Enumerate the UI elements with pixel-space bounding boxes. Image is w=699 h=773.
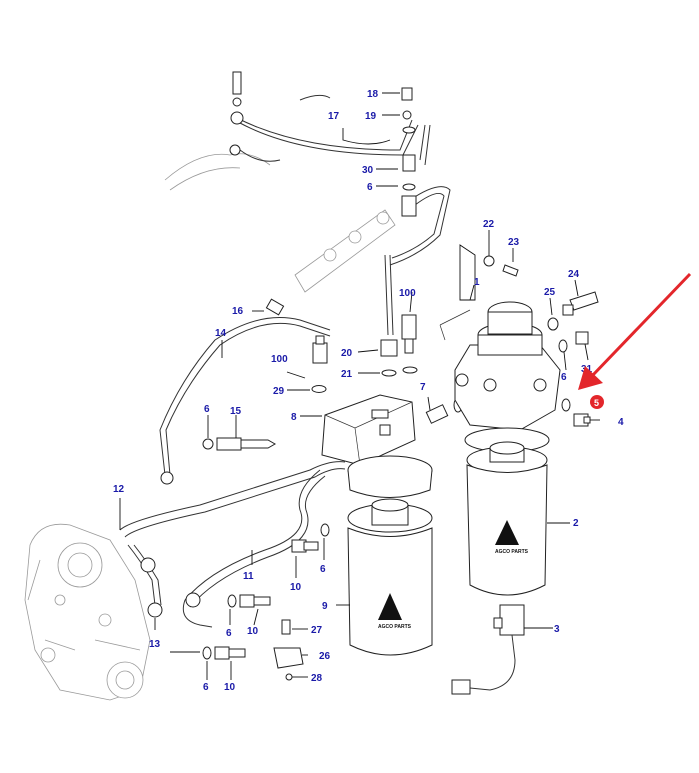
callout-1: 1 — [474, 277, 480, 288]
callout-17: 17 — [328, 111, 340, 122]
callout-11: 11 — [243, 571, 254, 582]
callout-13: 13 — [149, 639, 161, 650]
fuel-filter-9: AGCO PARTS — [347, 498, 433, 656]
callout-8: 8 — [291, 412, 297, 423]
callout-12: 12 — [113, 484, 125, 495]
callout-30: 30 — [362, 165, 374, 176]
injector-rail-illustration — [164, 153, 396, 293]
callout-25: 25 — [544, 287, 556, 298]
callout-9: 9 — [322, 601, 328, 612]
highlight-badge-5: 5 — [590, 395, 604, 409]
highlight-arrow — [578, 272, 692, 390]
fuel-line-14 — [159, 317, 331, 485]
bolt-stack-18-30 — [401, 87, 416, 191]
filter-logo-label-2: AGCO PARTS — [495, 549, 529, 555]
banjo-bolt-16 — [265, 298, 285, 316]
fitting-20-21 — [380, 339, 398, 377]
callout-10-mid: 10 — [290, 582, 302, 593]
callout-21: 21 — [341, 369, 353, 380]
callout-6-right: 6 — [561, 372, 567, 383]
leader-lines — [119, 92, 600, 680]
callout-20: 20 — [341, 348, 353, 359]
fuel-line-11 — [182, 469, 326, 628]
callout-100-right: 100 — [399, 288, 416, 299]
callout-28: 28 — [311, 673, 323, 684]
callout-29: 29 — [273, 386, 285, 397]
bolt-100-left — [312, 335, 328, 364]
callout-2: 2 — [573, 518, 579, 529]
callout-3: 3 — [554, 624, 560, 635]
callout-10-bottom: 10 — [224, 682, 236, 693]
washer-29 — [311, 385, 327, 393]
callout-14: 14 — [215, 328, 227, 339]
callout-6-mid: 6 — [320, 564, 326, 575]
rail-fuel-lines — [384, 124, 451, 336]
callout-22: 22 — [483, 219, 495, 230]
callout-15: 15 — [230, 406, 242, 417]
callout-26: 26 — [319, 651, 331, 662]
callout-100-left: 100 — [271, 354, 288, 365]
callout-23: 23 — [508, 237, 520, 248]
callout-18: 18 — [367, 89, 379, 100]
filter-head-8 — [321, 394, 433, 498]
lower-fasteners — [202, 523, 330, 681]
filter-head-1 — [439, 301, 561, 453]
small-parts-right — [483, 255, 599, 427]
water-sensor-3 — [451, 604, 525, 695]
fuel-line-12 — [119, 461, 346, 618]
callout-10-low: 10 — [247, 626, 259, 637]
callout-labels: 18 19 17 30 6 22 23 24 25 1 31 6 4 2 3 1… — [113, 89, 624, 693]
bolt-100-right — [401, 314, 418, 374]
engine-block-illustration — [24, 523, 151, 701]
callout-4: 4 — [618, 417, 624, 428]
callout-6-low: 6 — [226, 628, 232, 639]
fuel-filter-2: AGCO PARTS — [466, 441, 548, 596]
callout-19: 19 — [365, 111, 377, 122]
highlight-badge-label: 5 — [594, 398, 599, 408]
banjo-bolt-15 — [202, 437, 277, 451]
callout-6-top: 6 — [367, 182, 373, 193]
callout-16: 16 — [232, 306, 244, 317]
filter-logo-label: AGCO PARTS — [378, 624, 412, 630]
return-line-17 — [229, 71, 419, 162]
callout-6-bottom: 6 — [203, 682, 209, 693]
callout-27: 27 — [311, 625, 323, 636]
callout-7: 7 — [420, 382, 426, 393]
callout-24: 24 — [568, 269, 580, 280]
callout-6-banjo: 6 — [204, 404, 210, 415]
